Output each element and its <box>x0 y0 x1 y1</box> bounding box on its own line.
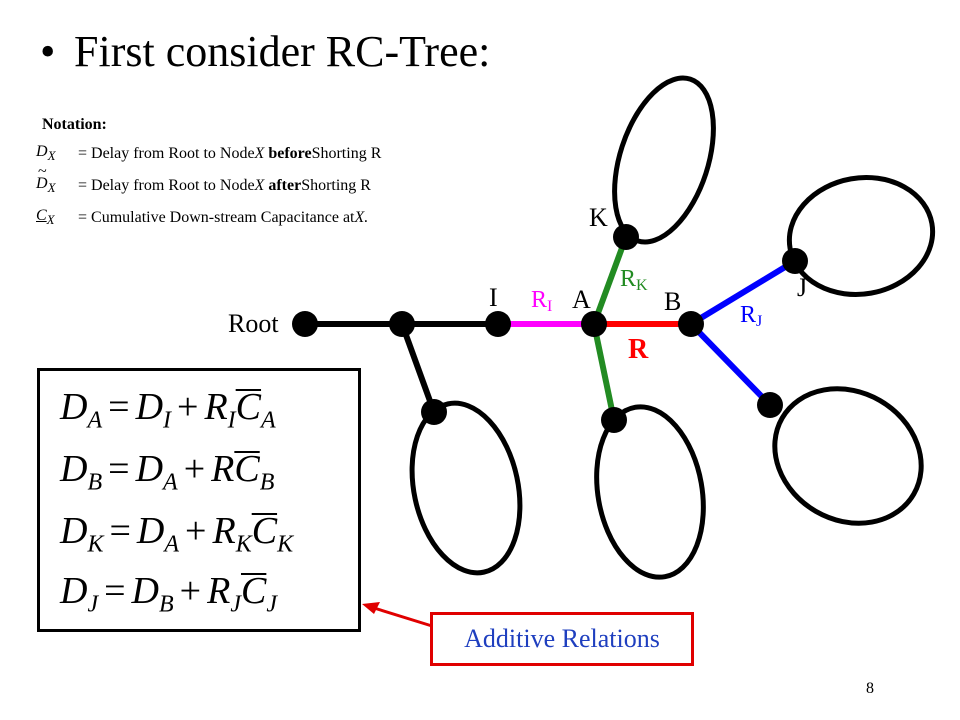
label-a: A <box>572 285 591 314</box>
subtree-lower-mid <box>594 404 706 580</box>
label-j: J <box>797 273 807 302</box>
notation-row-capacitance: CX = Cumulative Down-stream Capacitance … <box>36 207 369 228</box>
callout-arrow-head <box>362 602 380 614</box>
notation-symbol: DX <box>36 143 56 164</box>
node-a <box>581 311 607 337</box>
callout-arrow-line <box>373 606 433 628</box>
title-text: First consider RC-Tree: <box>74 27 491 76</box>
equation-dj: DJ=DB+RJCJ <box>60 570 277 618</box>
node-root <box>292 311 318 337</box>
label-k: K <box>589 203 608 232</box>
notation-row-after: ~DX = Delay from Root to Node X after Sh… <box>36 163 371 196</box>
branch-wire-lower-left <box>399 322 437 414</box>
branch-wire-lower-right <box>688 321 773 408</box>
label-rk: RK <box>620 266 648 294</box>
page-number: 8 <box>866 680 874 697</box>
subtree-lower-left <box>409 400 523 576</box>
node-lower-mid <box>601 407 627 433</box>
callout-additive-relations: Additive Relations <box>430 612 694 666</box>
label-rj: RJ <box>740 302 762 330</box>
equation-box: DA=DI+RICA DB=DA+RCB DK=DA+RKCK DJ=DB+RJ… <box>37 368 361 632</box>
notation-heading: Notation: <box>42 116 107 133</box>
equation-dk: DK=DA+RKCK <box>60 510 294 558</box>
subtree-j <box>786 175 936 297</box>
equation-db: DB=DA+RCB <box>60 448 275 496</box>
notation-symbol-cap: CX <box>36 207 55 228</box>
slide-title: • First consider RC-Tree: <box>40 26 490 77</box>
node-b <box>678 311 704 337</box>
node-lower-right <box>757 392 783 418</box>
notation-symbol-tilde: ~DX <box>36 163 56 196</box>
notation-row-before: DX = Delay from Root to Node X before Sh… <box>36 143 382 164</box>
node-lower-left <box>421 399 447 425</box>
label-i: I <box>489 283 498 312</box>
equation-da: DA=DI+RICA <box>60 386 276 434</box>
subtree-lower-right <box>772 386 924 526</box>
label-b: B <box>664 287 681 316</box>
node-k <box>613 224 639 250</box>
node-junction <box>389 311 415 337</box>
branch-wire-lower-mid <box>591 323 617 421</box>
bullet-icon: • <box>40 27 56 76</box>
label-r: R <box>628 334 649 365</box>
resistor-rj <box>689 258 797 327</box>
label-ri: RI <box>531 287 552 315</box>
subtree-k <box>612 75 716 245</box>
node-i <box>485 311 511 337</box>
node-j <box>782 248 808 274</box>
resistor-rk <box>591 235 629 326</box>
label-root: Root <box>228 309 279 338</box>
notation-block: Notation: DX = Delay from Root to Node X… <box>36 116 381 234</box>
